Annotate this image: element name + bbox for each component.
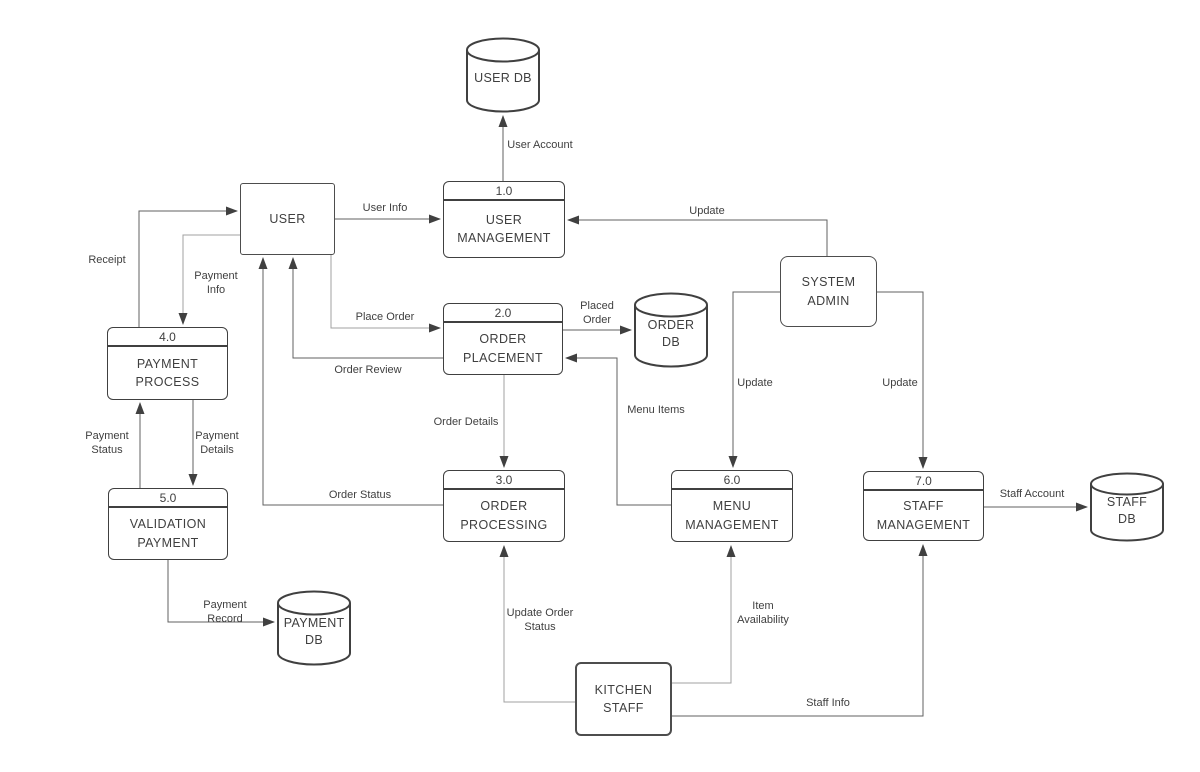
- flow-item-availability-line: [672, 545, 736, 684]
- flow-order-status-line: [258, 257, 443, 506]
- cylinder-shape: [1090, 472, 1164, 542]
- entity-name: USER: [269, 211, 306, 226]
- entity-name: SYSTEM ADMIN: [801, 275, 856, 308]
- flow-menu-items-line: [565, 353, 671, 506]
- flow-label-place-order: Place Order: [355, 311, 415, 323]
- datastore-user-db[interactable]: USER DB: [466, 37, 540, 113]
- flow-label-staff-account: Staff Account: [999, 488, 1065, 500]
- process-number: 6.0: [672, 471, 792, 490]
- entity-kitchen-staff[interactable]: KITCHEN STAFF: [575, 662, 672, 736]
- flow-label-user-info: User Info: [362, 202, 408, 214]
- process-order-placement[interactable]: 2.0 ORDER PLACEMENT: [443, 303, 563, 375]
- cylinder-shape: [466, 37, 540, 113]
- process-name: USER MANAGEMENT: [457, 212, 551, 245]
- process-order-processing[interactable]: 3.0 ORDER PROCESSING: [443, 470, 565, 542]
- flow-label-item-availability: Item Availability: [737, 600, 789, 626]
- process-staff-management[interactable]: 7.0 STAFF MANAGEMENT: [863, 471, 984, 541]
- flow-label-order-details: Order Details: [433, 416, 499, 428]
- process-number: 4.0: [108, 328, 227, 347]
- flow-label-order-status: Order Status: [328, 489, 392, 501]
- process-menu-management[interactable]: 6.0 MENU MANAGEMENT: [671, 470, 793, 542]
- flow-label-payment-status: Payment Status: [85, 430, 129, 456]
- flow-update-menu-management-line: [728, 291, 780, 468]
- process-number: 7.0: [864, 472, 983, 491]
- datastore-label: ORDER DB: [647, 317, 695, 350]
- process-name: ORDER PROCESSING: [460, 499, 548, 532]
- datastore-label: USER DB: [474, 71, 532, 86]
- process-payment-process[interactable]: 4.0 PAYMENT PROCESS: [107, 327, 228, 400]
- flow-order-review-line: [288, 257, 443, 359]
- flow-label-payment-record: Payment Record: [203, 599, 247, 625]
- flow-label-menu-items: Menu Items: [627, 404, 685, 416]
- datastore-label: STAFF DB: [1106, 494, 1148, 527]
- flow-label-update-order-status: Update Order Status: [506, 607, 574, 633]
- flow-label-update-user-management: Update: [689, 205, 725, 217]
- process-number: 2.0: [444, 304, 562, 323]
- flow-update-user-management-line: [567, 215, 828, 256]
- process-user-management[interactable]: 1.0 USER MANAGEMENT: [443, 181, 565, 258]
- datastore-staff-db[interactable]: STAFF DB: [1090, 472, 1164, 542]
- process-name: PAYMENT PROCESS: [135, 356, 200, 389]
- process-validation-payment[interactable]: 5.0 VALIDATION PAYMENT: [108, 488, 228, 560]
- flow-receipt-line: [138, 206, 238, 327]
- flow-payment-info-line: [178, 234, 240, 325]
- cylinder-shape: [277, 590, 351, 666]
- flow-label-update-staff-management: Update: [882, 377, 918, 389]
- process-name: ORDER PLACEMENT: [462, 332, 543, 365]
- entity-name: KITCHEN STAFF: [594, 682, 653, 715]
- flow-place-order-line: [330, 255, 441, 333]
- flow-label-user-account: User Account: [507, 139, 573, 151]
- flow-label-staff-info: Staff Info: [806, 697, 850, 709]
- process-name: STAFF MANAGEMENT: [876, 499, 971, 532]
- flow-label-receipt: Receipt: [88, 254, 126, 266]
- flow-label-placed-order: Placed Order: [580, 300, 614, 326]
- flow-payment-record-line: [167, 560, 275, 627]
- process-number: 3.0: [444, 471, 564, 490]
- process-name: VALIDATION PAYMENT: [129, 517, 207, 550]
- flow-staff-info-line: [672, 544, 928, 717]
- flow-label-update-menu-management: Update: [737, 377, 773, 389]
- cylinder-shape: [634, 292, 708, 368]
- flow-label-payment-info: Payment Info: [194, 270, 238, 296]
- entity-system-admin[interactable]: SYSTEM ADMIN: [780, 256, 877, 327]
- datastore-payment-db[interactable]: PAYMENT DB: [277, 590, 351, 666]
- flow-update-staff-management-line: [877, 291, 928, 469]
- datastore-label: PAYMENT DB: [283, 615, 345, 648]
- flow-label-order-review: Order Review: [334, 364, 402, 376]
- process-number: 1.0: [444, 182, 564, 201]
- process-number: 5.0: [109, 489, 227, 508]
- datastore-order-db[interactable]: ORDER DB: [634, 292, 708, 368]
- entity-user[interactable]: USER: [240, 183, 335, 255]
- process-name: MENU MANAGEMENT: [685, 499, 779, 532]
- flow-label-payment-details: Payment Details: [195, 430, 239, 456]
- flow-update-order-status-line: [499, 545, 575, 703]
